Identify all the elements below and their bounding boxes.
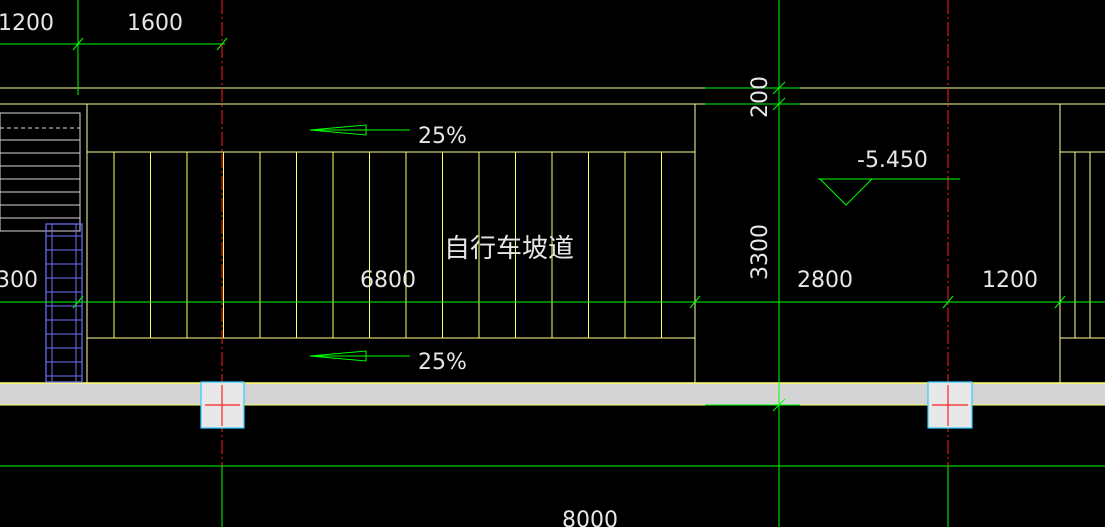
column-left: [200, 381, 245, 429]
slope-arrow-lower: [309, 350, 410, 362]
ramp-hatch-lines: [113, 152, 662, 338]
dim-text-1200-mid: 1200: [982, 268, 1038, 293]
ramp-outline: [86, 104, 1105, 383]
stair-block: [0, 112, 83, 383]
dim-text-300: 300: [0, 268, 38, 293]
dim-text-8000: 8000: [562, 508, 618, 527]
dim-text-1200-top: 1200: [0, 11, 54, 36]
dim-text-6800: 6800: [360, 268, 416, 293]
dim-text-200: 200: [748, 76, 773, 118]
elevation-text: -5.450: [857, 148, 928, 173]
dim-text-2800: 2800: [797, 268, 853, 293]
axis-lines: [221, 0, 949, 466]
floor-slab-band: [0, 383, 1105, 405]
column-right: [927, 381, 973, 429]
slope-text-upper: 25%: [418, 124, 467, 149]
dim-text-3300: 3300: [748, 224, 773, 280]
slope-text-lower: 25%: [418, 350, 467, 375]
dim-text-1600: 1600: [127, 11, 183, 36]
slope-arrow-upper: [309, 124, 410, 136]
ramp-label: 自行车坡道: [444, 234, 574, 264]
elevation-marker: [818, 178, 960, 206]
